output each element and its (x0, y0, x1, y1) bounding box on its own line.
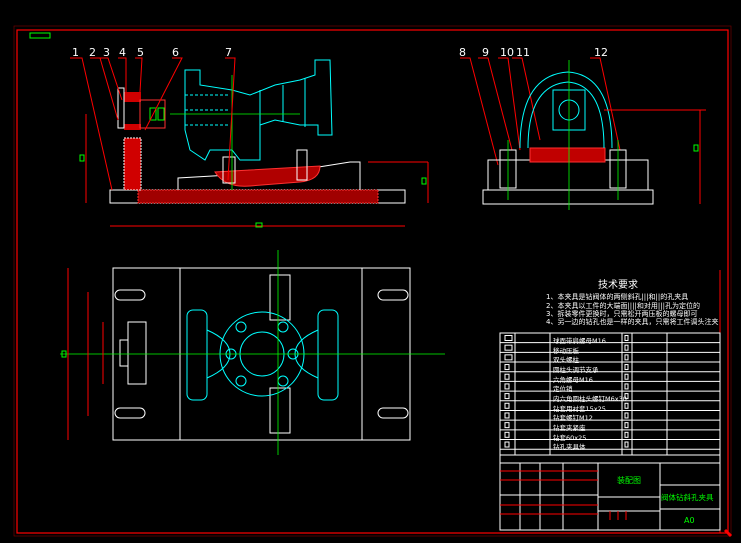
part-name: 钻套60x25 (553, 433, 586, 442)
part-number-cell (504, 422, 510, 429)
part-number-cell (504, 402, 510, 409)
tech-req-item: 3、拆装零件更换时，只需松开两压板的螺母即可 (546, 309, 697, 318)
part-qty-cell (624, 373, 629, 380)
part-name: 球面带肩螺母M16 (553, 336, 606, 345)
callout-10: 10 (500, 46, 514, 59)
callout-6: 6 (172, 46, 179, 59)
part-name: 六角螺母M16 (553, 375, 593, 384)
drawing-frame (13, 25, 733, 538)
part-number-cell (504, 412, 510, 419)
title-block (499, 454, 721, 531)
callout-1: 1 (72, 46, 79, 59)
part-qty-cell (624, 441, 629, 448)
part-name: 定位销 (553, 384, 573, 393)
part-qty-cell (624, 335, 629, 341)
part-name: 钻孔夹具体 (553, 442, 586, 451)
part-name: 钻套螺钉M12 (553, 413, 593, 422)
callout-2: 2 (89, 46, 96, 59)
part-number-cell (504, 335, 513, 341)
part-qty-cell (624, 344, 629, 351)
part-number-cell (504, 441, 510, 448)
part-number-cell (504, 364, 510, 371)
callout-4: 4 (119, 46, 126, 59)
tech-req-item: 4、另一边的钻孔也是一样的夹具，只需将工件调头注夹 (546, 317, 718, 326)
side-view (482, 60, 706, 210)
part-number-cell (504, 393, 510, 400)
part-name: 内六角圆柱头螺钉M6x30 (553, 394, 627, 403)
part-name: 移动压板 (553, 346, 580, 355)
part-qty-cell (624, 422, 629, 429)
part-qty-cell (624, 431, 629, 438)
tech-req-item: 1、本夹具是钻阀体的两侧斜孔|||和||的孔夹具 (546, 292, 688, 301)
part-qty-cell (624, 393, 629, 400)
part-qty-cell (624, 402, 629, 409)
callout-9: 9 (482, 46, 489, 59)
part-number-cell (504, 373, 510, 380)
part-qty-cell (624, 412, 629, 419)
callout-3: 3 (103, 46, 110, 59)
parts-list (499, 332, 721, 456)
part-number-cell (504, 354, 513, 361)
part-name: 圆柱头调节支承 (553, 365, 599, 374)
technical-requirements: 技术要求 1、本夹具是钻阀体的两侧斜孔|||和||的孔夹具 2、本夹具以工件的大… (546, 278, 718, 326)
front-view: 1 2 3 4 5 6 7 8 9 10 11 12 (70, 46, 621, 228)
part-qty-cell (624, 364, 629, 371)
tech-req-title: 技术要求 (598, 278, 638, 291)
part-name: 钻套夹紧座 (553, 423, 586, 432)
callout-5: 5 (137, 46, 144, 59)
sheet-size: A0 (684, 516, 695, 525)
drawing-type: 装配图 (617, 475, 641, 485)
part-qty-cell (624, 383, 629, 390)
tech-req-item: 2、本夹具以工件的大端面||||和对用|||孔为定位的 (546, 301, 700, 310)
callout-11: 11 (516, 46, 530, 59)
callout-12: 12 (594, 46, 608, 59)
part-name: 双头螺柱 (553, 355, 580, 364)
part-number-cell (504, 344, 513, 351)
callout-8: 8 (459, 46, 466, 59)
part-number-cell (504, 383, 510, 390)
part-qty-cell (624, 354, 629, 361)
top-view (60, 250, 445, 455)
drawing-name: 阀体钻斜孔夹具 (661, 492, 714, 502)
callout-7: 7 (225, 46, 232, 59)
part-name: 钻套用衬套15x25 (553, 404, 606, 413)
part-number-cell (504, 431, 510, 438)
